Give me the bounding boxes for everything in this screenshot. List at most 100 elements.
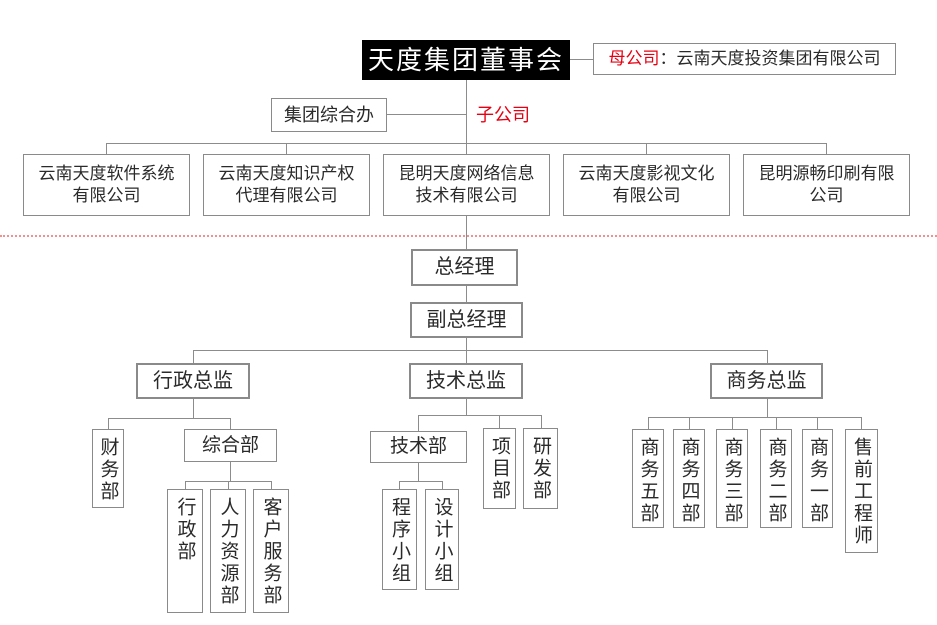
- subsidiary-node-printing: 昆明源畅印刷有限公司: [743, 154, 910, 216]
- connector-line: [465, 350, 467, 363]
- connector-line: [766, 350, 768, 363]
- presales-engineer-node: 售前工程师: [845, 429, 878, 553]
- business-team-5-node: 商务五部: [632, 429, 664, 528]
- customer-service-dept-label: 客户服务部: [260, 497, 282, 607]
- connector-line: [465, 399, 467, 415]
- connector-line: [688, 417, 690, 429]
- connector-line: [441, 481, 443, 489]
- connector-line: [192, 349, 768, 351]
- connector-line: [647, 417, 649, 429]
- business-team-4-label: 商务四部: [678, 437, 700, 525]
- connector-line: [107, 417, 231, 419]
- connector-line: [825, 143, 827, 155]
- subsidiary-label: 子公司: [476, 105, 530, 125]
- design-team-node: 设计小组: [425, 489, 459, 590]
- tech-dept-node: 技术部: [370, 431, 467, 463]
- subsidiary-name-line1: 云南天度知识产权: [218, 164, 355, 183]
- connector-line: [105, 142, 827, 144]
- connector-line: [570, 58, 593, 60]
- connector-line: [192, 350, 194, 363]
- general-manager-label: 总经理: [434, 256, 495, 278]
- subsidiary-name-line2: 代理有限公司: [235, 186, 338, 205]
- parent-company-separator: ：: [659, 49, 677, 69]
- business-team-5-label: 商务五部: [637, 437, 659, 525]
- parent-company-prefix: 母公司: [608, 49, 660, 69]
- business-team-1-label: 商务一部: [807, 437, 828, 525]
- connector-line: [731, 417, 733, 429]
- group-office-label: 集团综合办: [284, 104, 374, 125]
- subsidiary-name-line1: 昆明源畅印刷有限: [758, 164, 895, 183]
- connector-line: [465, 338, 467, 350]
- tech-director-label: 技术总监: [426, 369, 506, 392]
- business-team-2-node: 商务二部: [760, 429, 792, 528]
- connector-line: [645, 143, 647, 155]
- business-team-2-label: 商务二部: [765, 437, 787, 525]
- subsidiary-node-ip-agency: 云南天度知识产权代理有限公司: [203, 154, 370, 216]
- connector-line: [417, 414, 542, 416]
- connector-line: [105, 143, 107, 155]
- connector-line: [860, 417, 862, 429]
- admin-dept-label: 行政部: [174, 497, 196, 563]
- rd-dept-node: 研发部: [523, 428, 558, 509]
- business-team-3-label: 商务三部: [721, 437, 743, 525]
- connector-line: [398, 481, 400, 489]
- program-team-label: 程序小组: [389, 497, 410, 585]
- connector-line: [540, 415, 542, 428]
- connector-line: [465, 286, 467, 302]
- connector-line: [285, 143, 287, 155]
- customer-service-dept-node: 客户服务部: [253, 489, 289, 613]
- hr-dept-label: 人力资源部: [217, 497, 239, 607]
- business-team-4-node: 商务四部: [673, 429, 705, 528]
- tech-director-node: 技术总监: [409, 363, 523, 399]
- connector-line: [465, 80, 467, 154]
- business-director-label: 商务总监: [726, 369, 807, 392]
- presales-engineer-label: 售前工程师: [851, 437, 872, 547]
- admin-director-node: 行政总监: [136, 363, 250, 399]
- program-team-node: 程序小组: [382, 489, 417, 590]
- connector-line: [766, 399, 768, 417]
- subsidiary-name-line2: 有限公司: [612, 186, 681, 205]
- connector-line: [184, 481, 186, 489]
- group-office-node: 集团综合办: [271, 98, 387, 132]
- admin-director-label: 行政总监: [153, 369, 233, 392]
- deputy-general-manager-label: 副总经理: [426, 308, 507, 331]
- subsidiary-name-line1: 云南天度影视文化: [578, 164, 715, 183]
- business-director-node: 商务总监: [710, 363, 823, 399]
- subsidiary-name-line2: 有限公司: [72, 186, 141, 205]
- parent-company-node: 母公司：云南天度投资集团有限公司: [593, 43, 896, 75]
- connector-line: [417, 463, 419, 481]
- connector-line: [775, 417, 777, 429]
- connector-line: [465, 216, 467, 249]
- finance-dept-node: 财务部: [92, 429, 124, 508]
- project-dept-node: 项目部: [483, 428, 516, 509]
- board-node: 天度集团董事会: [362, 40, 570, 80]
- business-team-3-node: 商务三部: [716, 429, 748, 528]
- connector-line: [229, 418, 231, 429]
- connector-line: [229, 462, 231, 481]
- subsidiary-node-film-culture: 云南天度影视文化有限公司: [563, 154, 730, 216]
- admin-dept-node: 行政部: [167, 489, 203, 613]
- subsidiary-name-line1: 云南天度软件系统: [38, 164, 175, 183]
- connector-line: [498, 415, 500, 428]
- business-team-1-node: 商务一部: [802, 429, 833, 528]
- red-dotted-divider: [0, 235, 937, 237]
- subsidiary-name-line2: 技术有限公司: [415, 186, 518, 205]
- subsidiary-node-network-info: 昆明天度网络信息技术有限公司: [383, 154, 550, 216]
- hr-dept-node: 人力资源部: [210, 489, 246, 613]
- general-office-label: 综合部: [201, 434, 259, 456]
- project-dept-label: 项目部: [489, 436, 510, 502]
- connector-line: [417, 415, 419, 431]
- subsidiary-name-line1: 昆明天度网络信息: [398, 164, 535, 183]
- connector-line: [227, 481, 229, 489]
- subsidiary-node-software: 云南天度软件系统有限公司: [23, 154, 190, 216]
- tech-dept-label: 技术部: [389, 436, 447, 458]
- connector-line: [192, 399, 194, 418]
- deputy-general-manager-node: 副总经理: [410, 302, 523, 338]
- connector-line: [387, 113, 466, 115]
- finance-dept-label: 财务部: [97, 437, 119, 503]
- connector-line: [107, 418, 109, 429]
- connector-line: [270, 481, 272, 489]
- rd-dept-label: 研发部: [530, 436, 551, 502]
- general-manager-node: 总经理: [411, 249, 518, 286]
